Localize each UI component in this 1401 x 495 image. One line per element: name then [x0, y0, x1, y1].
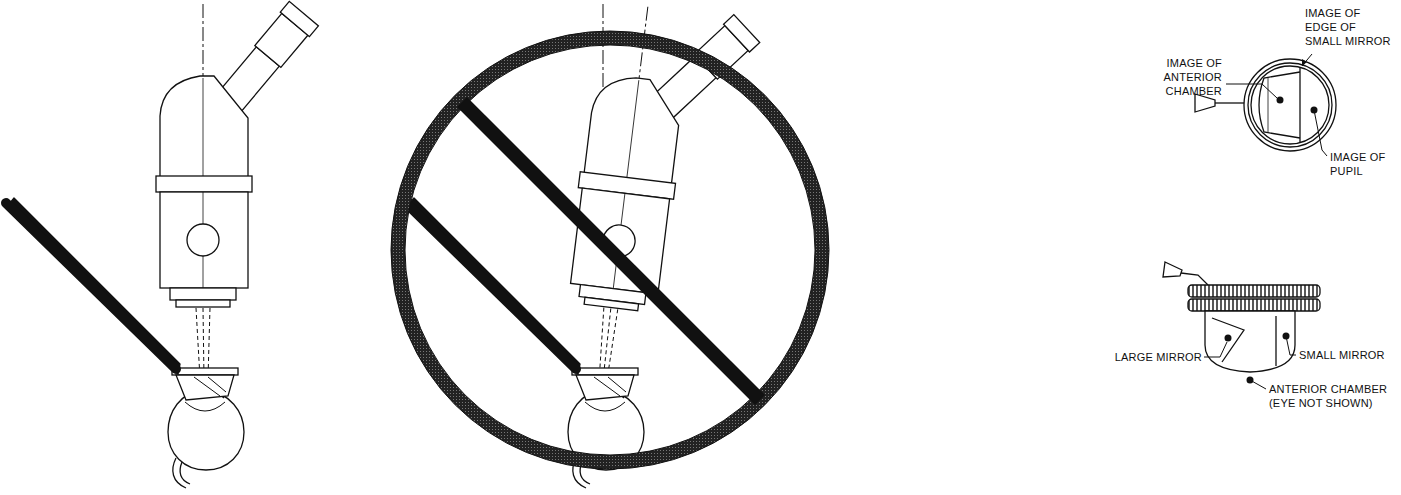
correct-setup-part — [6, 198, 244, 488]
incorrect-setup-part — [405, 45, 815, 455]
callout-label: SMALL MIRROR — [1299, 348, 1395, 362]
incorrect-setup-part — [462, 102, 760, 400]
correct-setup — [6, 1, 318, 488]
lens-top-view-part — [1251, 66, 1329, 144]
lens-side-view-part — [1286, 336, 1296, 355]
callout-label: LARGE MIRROR — [1110, 350, 1202, 364]
lens-top-view-part — [1268, 78, 1269, 132]
lens-side-view-part — [1250, 380, 1266, 389]
lens-side-view-part — [1163, 262, 1182, 277]
incorrect-setup-part — [391, 31, 829, 469]
lens-top-view-part — [1302, 54, 1312, 66]
callout-label: ANTERIOR CHAMBER (EYE NOT SHOWN) — [1269, 382, 1393, 410]
incorrect-setup — [391, 0, 829, 488]
correct-setup-part — [156, 1, 318, 307]
lens-top-view-part — [1259, 72, 1300, 138]
callout-label: IMAGE OF ANTERIOR CHAMBER — [1158, 56, 1222, 98]
lens-top-view — [1195, 54, 1336, 156]
lens-side-view-part — [1188, 299, 1320, 311]
incorrect-setup-part — [556, 0, 763, 392]
incorrect-setup-part — [595, 308, 608, 378]
lens-top-view-part — [1277, 97, 1284, 104]
lens-top-view-part — [1299, 67, 1300, 143]
lens-top-view-part — [1302, 59, 1307, 66]
lens-top-view-part — [1244, 59, 1336, 151]
lens-side-view-part — [1181, 273, 1208, 285]
correct-setup-part — [203, 4, 204, 80]
lens-top-view-part — [1215, 102, 1244, 103]
lens-top-view-part — [1226, 84, 1277, 98]
lens-side-view-part — [1275, 316, 1276, 366]
lens-side-view-part — [1204, 342, 1227, 357]
lens-side-view-part — [1188, 285, 1320, 297]
lens-top-view-part — [1314, 110, 1327, 156]
callout-label: IMAGE OF EDGE OF SMALL MIRROR — [1305, 6, 1393, 48]
lens-side-view-part — [1225, 335, 1232, 342]
lens-side-view — [1163, 262, 1320, 389]
incorrect-setup-part — [398, 38, 822, 462]
lens-side-view-part — [1212, 318, 1244, 362]
lens-side-view-part — [1205, 311, 1295, 372]
lens-top-view-part — [1248, 63, 1332, 147]
callout-label: IMAGE OF PUPIL — [1330, 150, 1392, 178]
